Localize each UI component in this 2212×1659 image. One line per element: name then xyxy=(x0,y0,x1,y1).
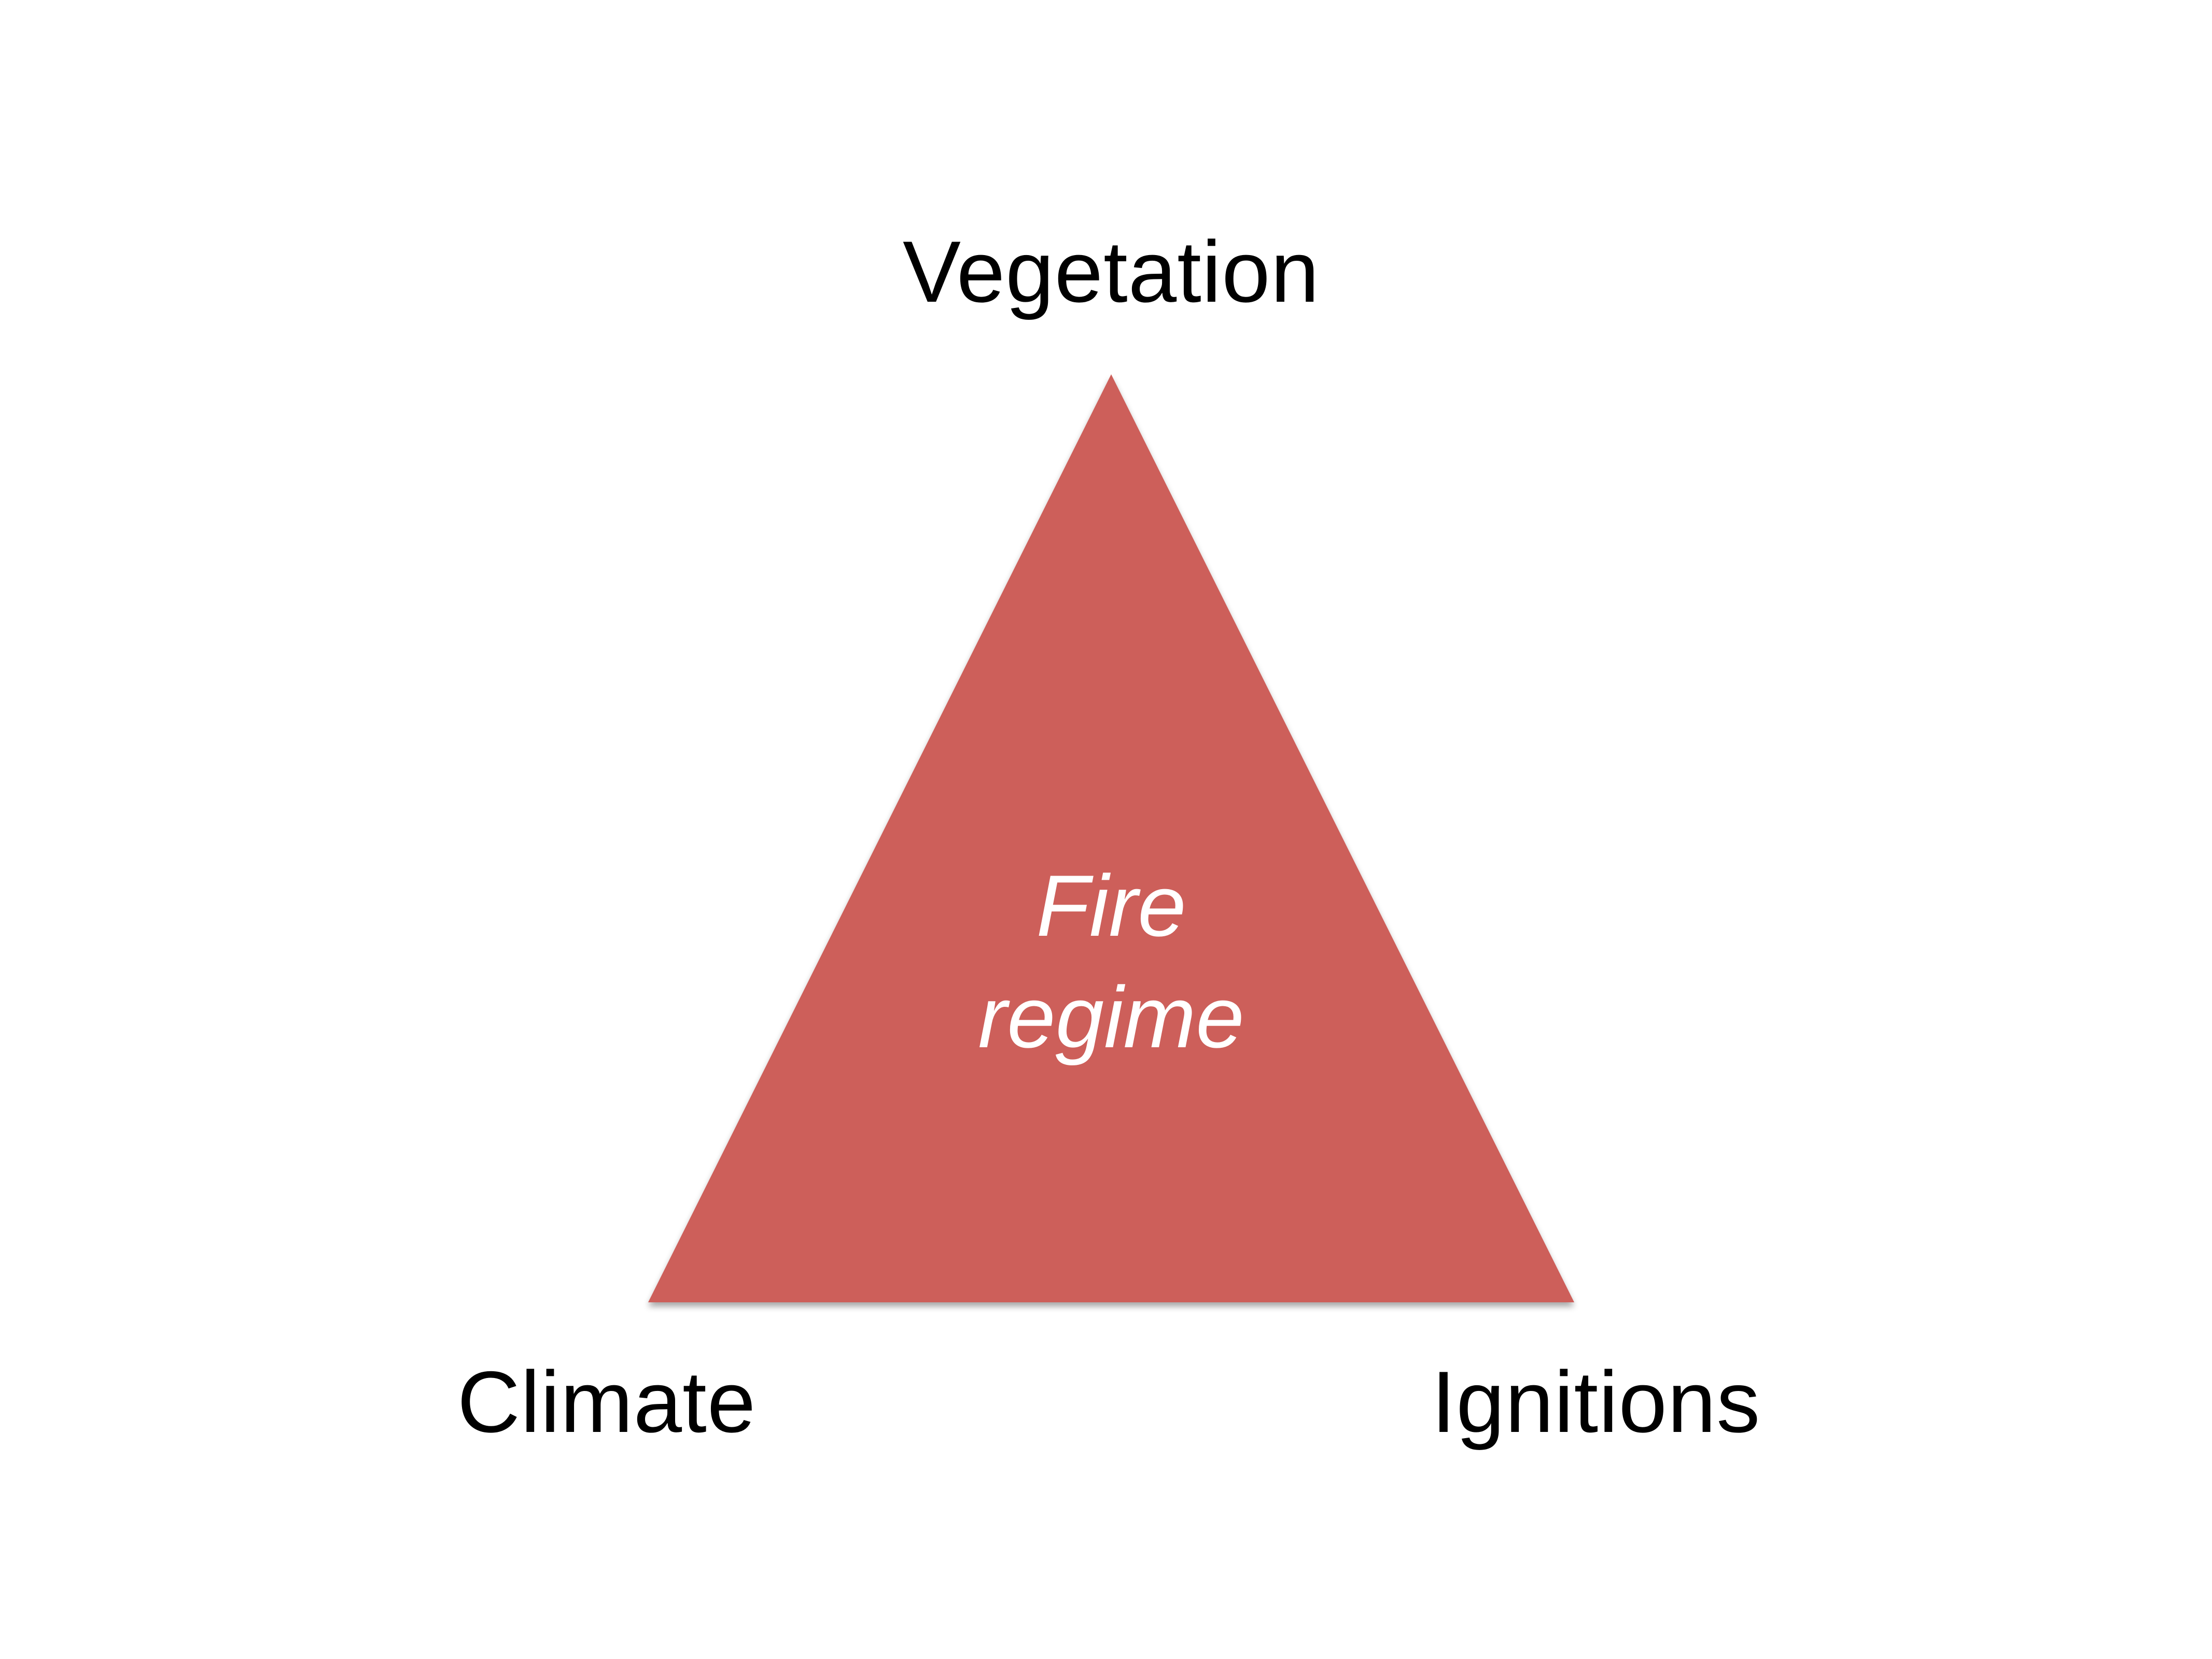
fire-triangle xyxy=(648,374,1574,1302)
vertex-label-climate: Climate xyxy=(457,1353,757,1451)
vertex-label-ignitions: Ignitions xyxy=(1431,1353,1761,1451)
vertex-label-vegetation: Vegetation xyxy=(902,223,1320,320)
center-label-line2: regime xyxy=(978,968,1244,1066)
center-label-fire-regime: Fire regime xyxy=(978,850,1244,1073)
center-label-line1: Fire xyxy=(1036,857,1186,954)
